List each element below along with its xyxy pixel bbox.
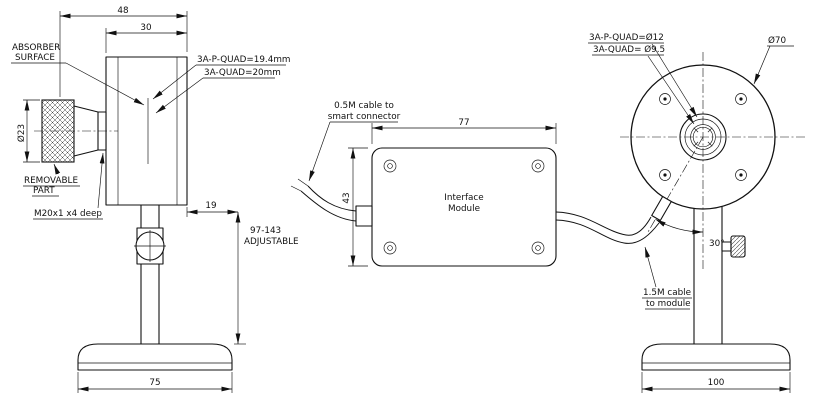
module-name-line2: Module <box>448 204 480 214</box>
post <box>693 205 723 345</box>
leader-line <box>152 64 197 100</box>
dim-43-label: 43 <box>342 192 352 203</box>
label-pquad-front: 3A-P-QUAD=Ø12 <box>588 32 698 118</box>
base-side <box>77 343 233 371</box>
cable-strand <box>307 185 357 212</box>
interface-module-box: Interface Module <box>371 147 557 267</box>
base-outline <box>641 343 791 371</box>
cable-strand <box>555 219 660 244</box>
dim-77-label: 77 <box>458 118 469 128</box>
module-view: Interface Module 77 43 0.5M cable to sma… <box>290 101 660 267</box>
label-quad-side: 3A-QUAD=20mm <box>155 68 281 114</box>
thread-label: M20x1 x4 deep <box>34 209 102 219</box>
removable-label-line2: PART <box>33 186 55 196</box>
dim-30: 30 <box>105 23 187 53</box>
angle-arc <box>655 219 704 235</box>
dim-48: 48 <box>59 6 188 97</box>
disc-screw <box>735 169 747 181</box>
cable15-label-line2: to module <box>646 299 691 309</box>
cable-connector <box>651 195 672 222</box>
angle-label: 30° <box>709 239 725 249</box>
leader-line <box>647 55 695 125</box>
cable05-label-line2: smart connector <box>328 112 401 122</box>
leader-line <box>308 121 331 182</box>
dim-48-label: 48 <box>117 6 128 16</box>
cable05-label-line1: 0.5M cable to <box>334 101 394 111</box>
side-view: 48 30 Ø23 19 97-143 ADJUSTABLE <box>11 6 299 393</box>
label-dia70: Ø70 <box>753 35 794 85</box>
leader-line <box>644 246 657 288</box>
dim-100-label: 100 <box>708 378 725 388</box>
cable-to-sensor <box>555 211 660 244</box>
cable-fray <box>290 178 309 192</box>
leader-line <box>53 163 61 175</box>
thumbscrew-knob <box>730 235 746 258</box>
dim-75-label: 75 <box>149 378 160 388</box>
cable-strand <box>300 190 357 222</box>
cable-axis-line <box>647 136 704 233</box>
label-cable-15m: 1.5M cable to module <box>642 246 692 310</box>
cable-to-smart-connector <box>290 178 373 227</box>
dim-19-label: 19 <box>205 201 216 211</box>
dim-77: 77 <box>371 118 557 144</box>
dim-75: 75 <box>77 372 233 393</box>
dim-30-label: 30 <box>140 23 152 33</box>
post-and-clamp-side <box>134 204 166 345</box>
disc-screw <box>659 93 671 105</box>
leader-line <box>155 77 204 114</box>
dim-adjust-word: ADJUSTABLE <box>244 237 299 247</box>
leader-line <box>651 43 698 118</box>
front-view: 30° 1.5M cable to module Ø70 3A-P-QUAD=Ø… <box>588 32 806 393</box>
label-removable-part: REMOVABLE PART <box>23 163 80 197</box>
absorber-label-line2: SURFACE <box>15 53 55 63</box>
module-screw <box>383 159 397 173</box>
label-thread: M20x1 x4 deep <box>33 152 105 220</box>
leader-line <box>97 152 105 209</box>
dim-100: 100 <box>641 372 791 393</box>
disc-screw <box>735 93 747 105</box>
removable-label-line1: REMOVABLE <box>24 176 78 186</box>
module-name-line1: Interface <box>444 193 483 203</box>
dim-adjust-value: 97-143 <box>250 226 281 236</box>
module-screw <box>531 241 545 255</box>
leader-line <box>753 45 771 85</box>
pquad-label: 3A-P-QUAD=Ø12 <box>589 32 664 43</box>
removable-part-side <box>34 99 118 163</box>
cable-strand <box>555 211 652 236</box>
cable-angle-30: 30° <box>647 136 725 249</box>
quad-label: 3A-QUAD=20mm <box>204 68 281 78</box>
disc-screw <box>659 169 671 181</box>
post <box>140 204 160 345</box>
base-outline <box>77 343 233 371</box>
quad-label: 3A-QUAD= Ø9.5 <box>593 44 665 55</box>
dim-dia23: Ø23 <box>16 99 40 163</box>
cable15-label-line1: 1.5M cable <box>643 288 691 298</box>
leader-line <box>65 62 145 106</box>
label-quad-front: 3A-QUAD= Ø9.5 <box>592 44 695 125</box>
label-cable-05m: 0.5M cable to smart connector <box>308 101 401 182</box>
module-screw <box>531 159 545 173</box>
dim-19: 19 <box>186 201 238 217</box>
dim-adjustable-height: 97-143 ADJUSTABLE <box>234 212 299 345</box>
cone-lines <box>73 105 99 157</box>
pquad-label: 3A-P-QUAD=19.4mm <box>197 55 290 65</box>
module-screw <box>383 241 397 255</box>
sensor-head-side <box>105 56 188 206</box>
head-body <box>105 56 188 206</box>
label-absorber-surface: ABSORBER SURFACE <box>11 43 145 106</box>
absorber-label-line1: ABSORBER <box>12 43 60 53</box>
strain-relief <box>355 205 373 227</box>
dia70-label: Ø70 <box>768 35 787 46</box>
dim-43: 43 <box>342 147 368 267</box>
label-pquad-side: 3A-P-QUAD=19.4mm <box>152 55 290 100</box>
quadrant-ticks <box>693 127 713 147</box>
dim-dia23-label: Ø23 <box>16 124 27 142</box>
